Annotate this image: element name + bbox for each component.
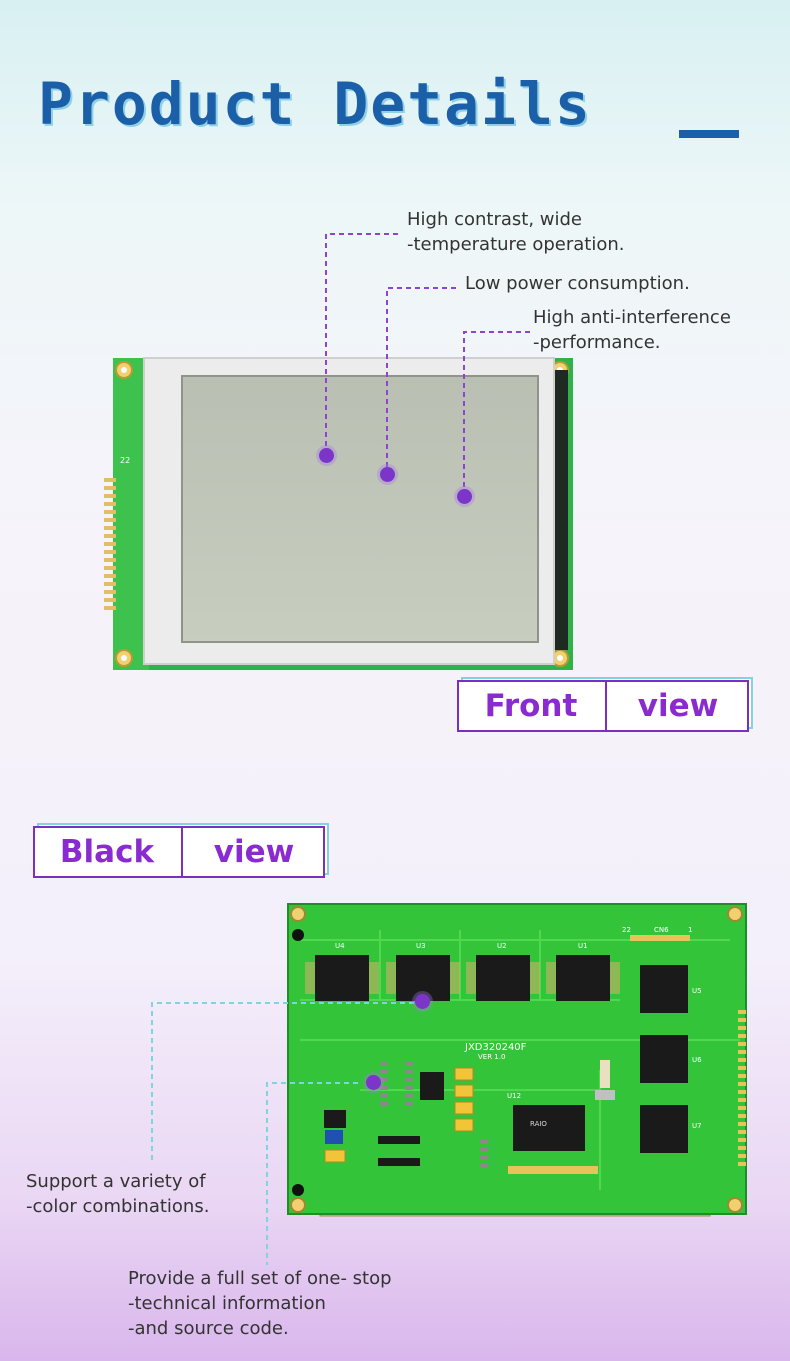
label-version: VER 1.0 <box>478 1053 505 1061</box>
label-u1: U1 <box>578 942 588 950</box>
callout-interference: High anti-interference -performance. <box>533 305 731 355</box>
front-view-tab: Front view <box>457 680 749 732</box>
callout-dot-1 <box>319 448 334 463</box>
callout-color-line2: -color combinations. <box>26 1196 210 1217</box>
front-tab-word1: Front <box>484 688 578 724</box>
callout-contrast: High contrast, wide -temperature operati… <box>407 207 625 257</box>
front-lcd-illustration: 22 <box>104 357 573 670</box>
back-callout-dot-1 <box>415 994 430 1009</box>
callout-dot-3 <box>457 489 472 504</box>
callout-support: Provide a full set of one- stop -technic… <box>128 1266 392 1341</box>
back-view-tab: Black view <box>33 826 325 878</box>
callout-color-line1: Support a variety of <box>26 1171 206 1192</box>
callout-dot-2 <box>380 467 395 482</box>
label-u6: U6 <box>692 1056 702 1064</box>
back-leader-lines <box>151 1002 414 1265</box>
label-u4: U4 <box>335 942 345 950</box>
callout-support-line3: -and source code. <box>128 1318 289 1339</box>
label-pin1: 1 <box>688 926 692 934</box>
callout-interference-line2: -performance. <box>533 332 661 353</box>
label-u12: U12 <box>507 1092 521 1100</box>
label-pin22: 22 <box>622 926 631 934</box>
ic-row <box>315 955 688 1153</box>
callout-power-line1: Low power consumption. <box>465 273 690 294</box>
lcd-glass <box>181 375 539 643</box>
label-chip: RAIO <box>530 1120 547 1128</box>
label-cn6: CN6 <box>654 926 669 934</box>
label-model: JXD320240F <box>464 1042 527 1053</box>
label-u5: U5 <box>692 987 702 995</box>
callout-support-line2: -technical information <box>128 1293 326 1314</box>
callout-power: Low power consumption. <box>465 271 690 296</box>
label-u7: U7 <box>692 1122 702 1130</box>
callout-interference-line1: High anti-interference <box>533 307 731 328</box>
callout-contrast-line1: High contrast, wide <box>407 209 582 230</box>
callout-color: Support a variety of -color combinations… <box>26 1169 209 1219</box>
page-title: Product Details <box>38 70 592 138</box>
front-tab-word2: view <box>637 688 719 724</box>
front-leader-lines <box>325 233 530 495</box>
back-tab-word1: Black <box>59 834 155 870</box>
back-callout-dot-2 <box>366 1075 381 1090</box>
title-underline <box>679 130 739 138</box>
callout-contrast-line2: -temperature operation. <box>407 234 625 255</box>
front-pin-label: 22 <box>120 456 130 465</box>
label-u3: U3 <box>416 942 426 950</box>
callout-support-line1: Provide a full set of one- stop <box>128 1268 392 1289</box>
label-u2: U2 <box>497 942 507 950</box>
back-tab-word2: view <box>213 834 295 870</box>
